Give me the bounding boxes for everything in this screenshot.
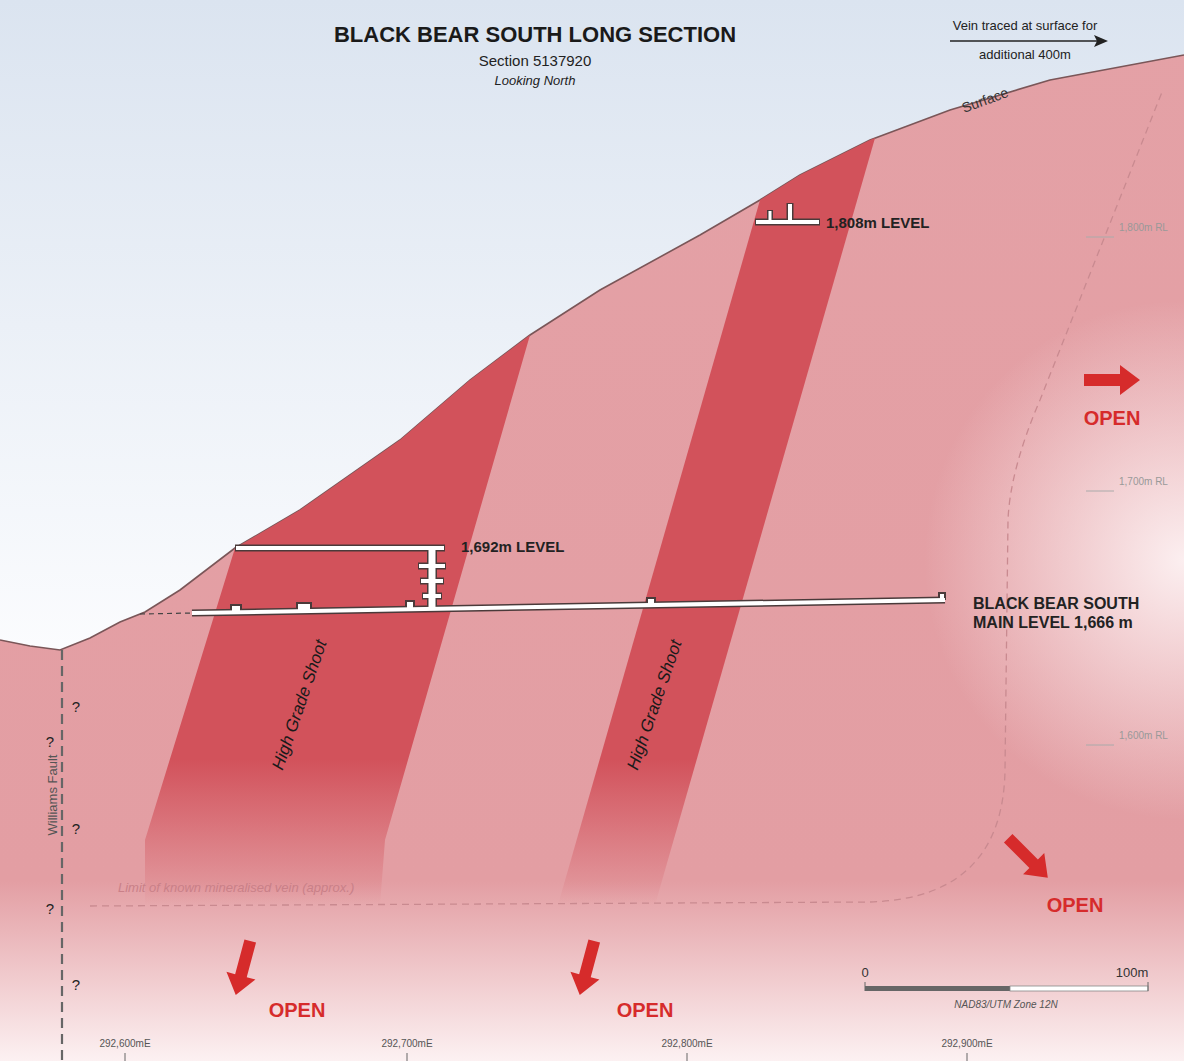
easting-label: 292,600mE bbox=[99, 1038, 150, 1049]
fault-line bbox=[61, 650, 63, 1061]
scale-bar bbox=[865, 982, 1148, 991]
band-shape bbox=[140, 330, 535, 905]
open-arrows bbox=[221, 365, 1140, 999]
easting-label: 292,700mE bbox=[381, 1038, 432, 1049]
open-label: OPEN bbox=[269, 999, 326, 1022]
level-label: 1,692m LEVEL bbox=[461, 538, 564, 555]
query-mark: ? bbox=[46, 733, 54, 750]
section-number: Section 5137920 bbox=[479, 52, 592, 69]
rl-label: 1,700m RL bbox=[1119, 476, 1168, 487]
query-mark: ? bbox=[72, 976, 80, 993]
fault-label: Williams Fault bbox=[45, 755, 60, 836]
scale-text: 0 bbox=[861, 965, 868, 980]
vein-limit-label: Limit of known mineralised vein (approx.… bbox=[118, 880, 354, 895]
datum-label: NAD83/UTM Zone 12N bbox=[954, 999, 1057, 1010]
open-label: OPEN bbox=[1047, 894, 1104, 917]
query-mark: ? bbox=[72, 820, 80, 837]
query-mark: ? bbox=[46, 900, 54, 917]
rl-label: 1,600m RL bbox=[1119, 730, 1168, 741]
easting-label: 292,800mE bbox=[661, 1038, 712, 1049]
easting-label: 292,900mE bbox=[941, 1038, 992, 1049]
easting-ticks bbox=[125, 1053, 967, 1061]
query-mark: ? bbox=[72, 698, 80, 715]
band-shape bbox=[555, 135, 880, 905]
trace-arrowhead bbox=[1094, 35, 1108, 47]
trace-arrow bbox=[950, 40, 1100, 41]
high-grade-shoot-band: High Grade Shoot bbox=[140, 330, 535, 905]
rl-ticks bbox=[1086, 237, 1114, 745]
vein-limit-line bbox=[90, 92, 1162, 906]
open-label: OPEN bbox=[1084, 407, 1141, 430]
trace-note: Vein traced at surface for additional 40… bbox=[950, 11, 1100, 69]
level-label: BLACK BEAR SOUTH MAIN LEVEL 1,666 m bbox=[973, 594, 1173, 632]
high-grade-shoot-band: High Grade Shoot bbox=[555, 135, 880, 905]
rl-label: 1,800m RL bbox=[1119, 222, 1168, 233]
diagram-title: BLACK BEAR SOUTH LONG SECTION bbox=[334, 22, 736, 48]
mine-workings bbox=[140, 203, 946, 614]
open-label: OPEN bbox=[617, 999, 674, 1022]
level-label: 1,808m LEVEL bbox=[826, 214, 929, 231]
view-direction: Looking North bbox=[495, 73, 576, 88]
scale-text: 100m bbox=[1116, 965, 1149, 980]
